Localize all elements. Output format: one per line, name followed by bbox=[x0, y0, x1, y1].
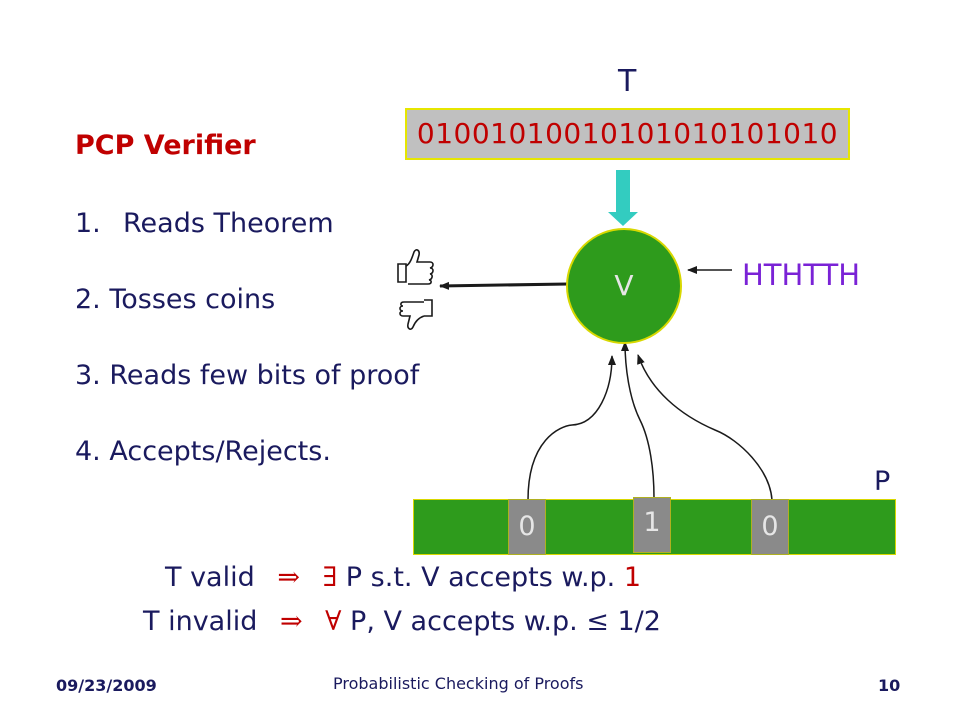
step-number: 3. bbox=[75, 360, 101, 391]
step-text: Accepts/Rejects. bbox=[109, 436, 331, 467]
step-text: Reads few bits of proof bbox=[109, 360, 420, 391]
slide-heading: PCP Verifier bbox=[75, 130, 256, 161]
footer-title: Probabilistic Checking of Proofs bbox=[333, 674, 584, 693]
step-number: 2. bbox=[75, 284, 101, 315]
step-4: 4. Accepts/Rejects. bbox=[75, 436, 331, 467]
step-2: 2. Tosses coins bbox=[75, 284, 275, 315]
query-arrow-3 bbox=[637, 354, 773, 501]
step-3: 3. Reads few bits of proof bbox=[75, 360, 419, 391]
step-1: 1. Reads Theorem bbox=[75, 208, 334, 239]
thumbs-down-icon bbox=[399, 299, 433, 330]
forall-symbol: ∀ bbox=[325, 606, 342, 637]
verifier-node: V bbox=[566, 228, 682, 344]
implies-symbol: ⇒ bbox=[277, 562, 300, 593]
query-arrow-1 bbox=[527, 355, 616, 501]
statement-probability: 1/2 bbox=[608, 606, 661, 637]
step-number: 4. bbox=[75, 436, 101, 467]
theorem-to-verifier-arrow bbox=[608, 170, 638, 226]
step-text: Reads Theorem bbox=[123, 208, 334, 239]
proof-bit: 0 bbox=[508, 499, 546, 555]
statement-text: P, V accepts w.p. bbox=[341, 606, 587, 637]
footer-date: 09/23/2009 bbox=[56, 676, 157, 695]
soundness-statement: T invalid ⇒ ∀ P, V accepts w.p. ≤ 1/2 bbox=[143, 606, 661, 637]
statement-probability: 1 bbox=[623, 562, 642, 593]
proof-bit: 0 bbox=[751, 499, 789, 555]
statement-lead: T invalid bbox=[143, 606, 258, 637]
leq-symbol: ≤ bbox=[586, 606, 609, 637]
proof-label: P bbox=[874, 466, 891, 497]
proof-bit: 1 bbox=[633, 497, 671, 553]
completeness-statement: T valid ⇒ ∃ P s.t. V accepts w.p. 1 bbox=[165, 562, 641, 593]
page-number: 10 bbox=[878, 676, 901, 695]
statement-text: P s.t. V accepts w.p. bbox=[337, 562, 624, 593]
theorem-label: T bbox=[618, 64, 637, 99]
step-text: Tosses coins bbox=[109, 284, 276, 315]
exists-symbol: ∃ bbox=[322, 562, 338, 593]
output-arrow bbox=[439, 281, 569, 290]
step-number: 1. bbox=[75, 208, 101, 239]
statement-lead: T valid bbox=[165, 562, 255, 593]
query-arrow-2 bbox=[621, 341, 655, 499]
theorem-string: 01001010010101010101010 bbox=[405, 108, 850, 160]
thumbs-up-icon bbox=[397, 249, 434, 285]
coin-tosses: HTHTTH bbox=[742, 258, 861, 292]
implies-symbol: ⇒ bbox=[279, 606, 303, 637]
accept-reject-icons bbox=[397, 249, 434, 330]
